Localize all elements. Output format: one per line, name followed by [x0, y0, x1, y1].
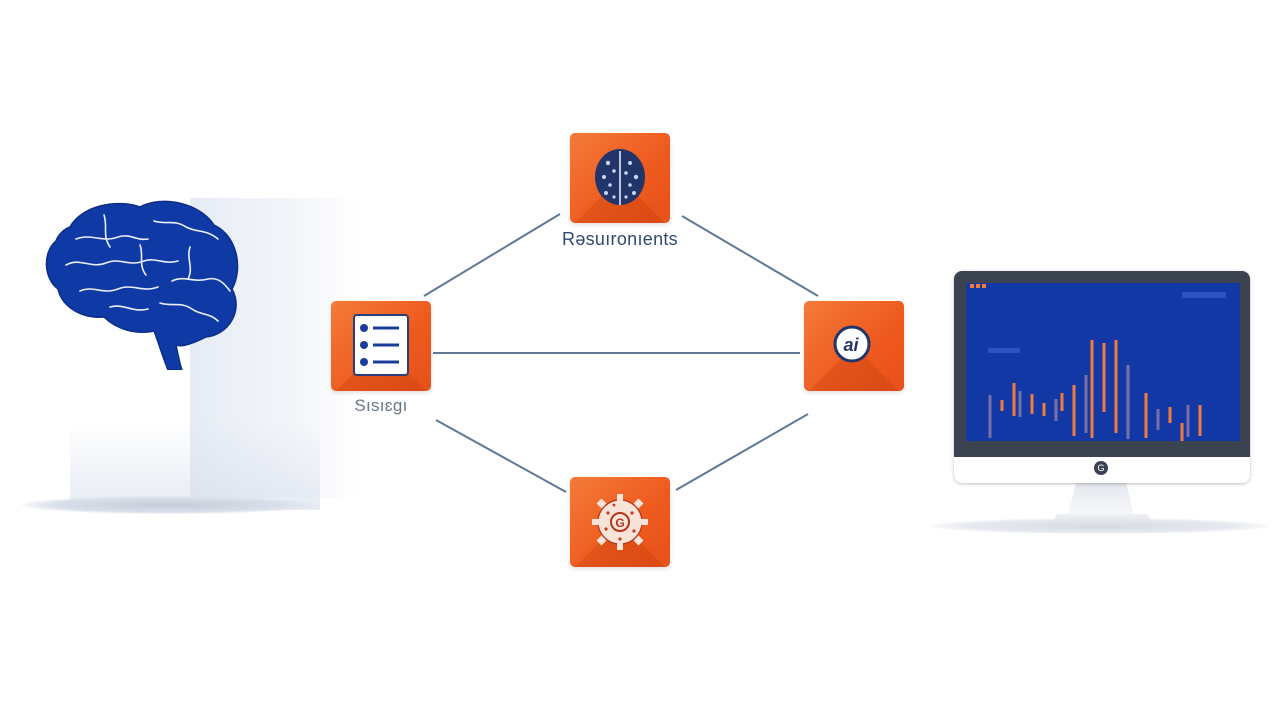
screen-header-bar	[1182, 292, 1226, 298]
node-gear[interactable]: G	[570, 477, 670, 567]
node-checklist-label: Sısıɛɡı	[354, 396, 408, 415]
screen-label-bar	[988, 348, 1020, 353]
edge-left-top	[423, 213, 561, 297]
node-requirements-label: Rəsuıronıents	[562, 229, 678, 249]
monitor-stand-base	[1055, 514, 1149, 526]
monitor-stand-neck	[1068, 483, 1134, 515]
brain-mist	[70, 420, 320, 510]
gear-badge-text: G	[615, 516, 624, 530]
node-requirements[interactable]	[570, 133, 670, 223]
checklist-icon	[353, 314, 409, 376]
monitor-logo-icon: G	[1094, 461, 1108, 475]
ai-badge-text: ai	[843, 335, 859, 355]
node-checklist[interactable]	[331, 301, 431, 391]
node-ai[interactable]: ai	[804, 301, 904, 391]
edge-top-right	[681, 215, 819, 297]
candlestick-chart-icon	[988, 340, 1202, 441]
monitor-shadow	[930, 518, 1270, 534]
gear-icon: G	[592, 494, 648, 550]
brain-icon	[595, 149, 645, 205]
edge-bottom-right	[675, 413, 809, 491]
window-dots-icon	[970, 275, 1000, 288]
brain-shadow	[22, 496, 314, 514]
brain-icon	[45, 200, 239, 370]
ai-badge-icon: ai	[833, 325, 871, 363]
edge-left-bottom	[435, 419, 567, 493]
